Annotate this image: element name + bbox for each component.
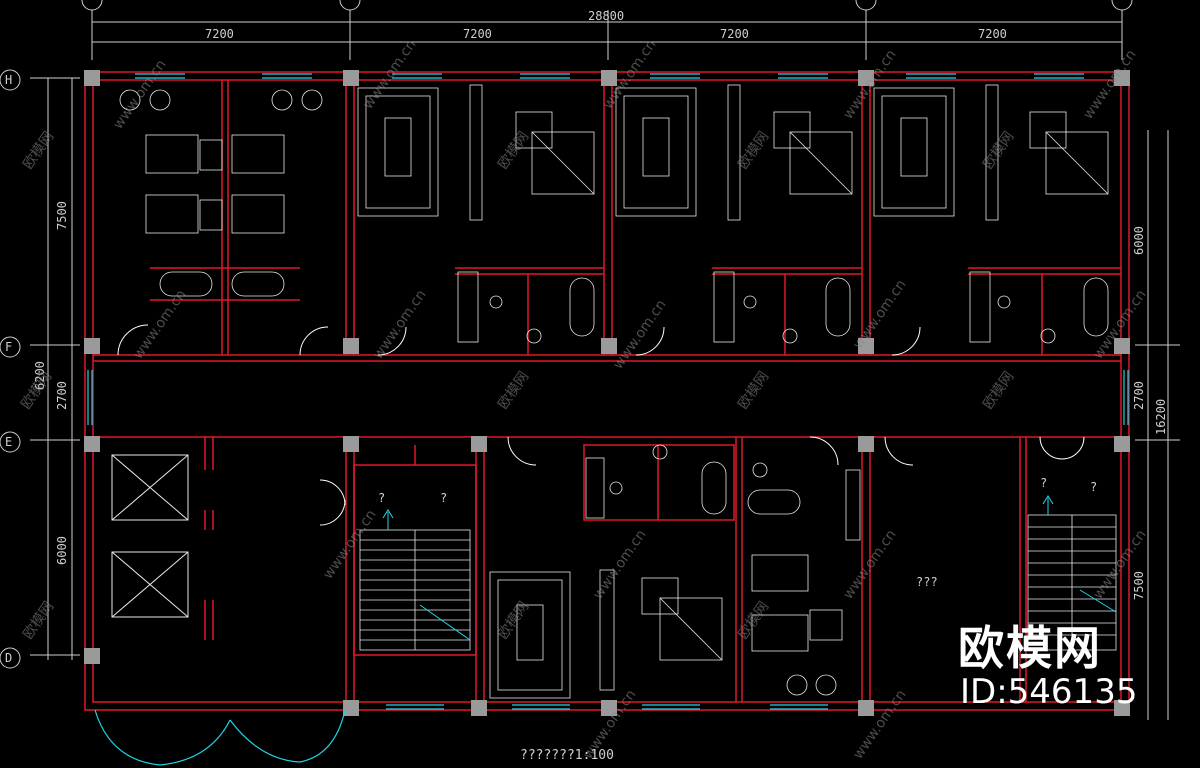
room-mark-1: ?: [378, 491, 385, 505]
columns: [84, 70, 1130, 716]
brand-logo: 欧模网: [958, 621, 1102, 675]
grid-letter-h: H: [5, 73, 12, 87]
dim-left-4: 6000: [55, 536, 69, 565]
grid-letter-f: F: [5, 340, 12, 354]
watermark-url: www.om.cn: [360, 37, 419, 112]
dim-right-4: 7500: [1132, 571, 1146, 600]
watermark-url: www.om.cn: [850, 687, 909, 762]
watermark-url: www.om.cn: [110, 57, 169, 132]
dim-total: 28800: [588, 9, 624, 23]
room-mark-5: ???: [916, 575, 938, 589]
dim-bay-4: 7200: [978, 27, 1007, 41]
watermark-brand: 欧模网: [495, 129, 532, 173]
elevators: [111, 454, 189, 618]
dim-right-1: 6000: [1132, 226, 1146, 255]
room-mark-3: ?: [1040, 476, 1047, 490]
watermark-brand: 欧模网: [20, 599, 57, 643]
room-mark-2: ?: [440, 491, 447, 505]
dim-bay-1: 7200: [205, 27, 234, 41]
dim-left-1: 7500: [55, 201, 69, 230]
dimension-lines: [30, 10, 1180, 720]
watermark-brand: 欧模网: [20, 129, 57, 173]
windows: [87, 73, 1129, 710]
watermark-brand: 欧模网: [495, 369, 532, 413]
watermark-brand: 欧模网: [980, 369, 1017, 413]
drawing-caption: ???????1:100: [520, 748, 614, 763]
watermark-url: www.om.cn: [850, 277, 909, 352]
watermark-url: www.om.cn: [130, 287, 189, 362]
dim-right-3: 16200: [1154, 399, 1168, 435]
watermark-url: www.om.cn: [590, 527, 649, 602]
grid-letter-d: D: [5, 651, 12, 665]
watermark-brand: 欧模网: [495, 599, 532, 643]
watermark-brand: 欧模网: [735, 129, 772, 173]
room-mark-4: ?: [1090, 480, 1097, 494]
bay-window: [94, 709, 346, 766]
dim-bay-3: 7200: [720, 27, 749, 41]
watermark-brand: 欧模网: [735, 599, 772, 643]
grid-bubbles: [0, 0, 1133, 669]
doors: [117, 324, 1085, 526]
stair-arrows: [382, 495, 1117, 641]
brand-id: ID:546135: [960, 672, 1138, 712]
dim-left-3: 2700: [55, 381, 69, 410]
dim-bay-2: 7200: [463, 27, 492, 41]
grid-letter-e: E: [5, 435, 12, 449]
dim-left-2: 6200: [33, 361, 47, 390]
watermark-url: www.om.cn: [370, 287, 429, 362]
watermark-brand: 欧模网: [735, 369, 772, 413]
dim-right-2: 2700: [1132, 381, 1146, 410]
watermark-url: www.om.cn: [320, 507, 379, 582]
stairs: [359, 514, 1117, 651]
watermark-url: www.om.cn: [1080, 47, 1139, 122]
watermark-brand: 欧模网: [18, 369, 55, 413]
furniture: [119, 84, 1109, 699]
